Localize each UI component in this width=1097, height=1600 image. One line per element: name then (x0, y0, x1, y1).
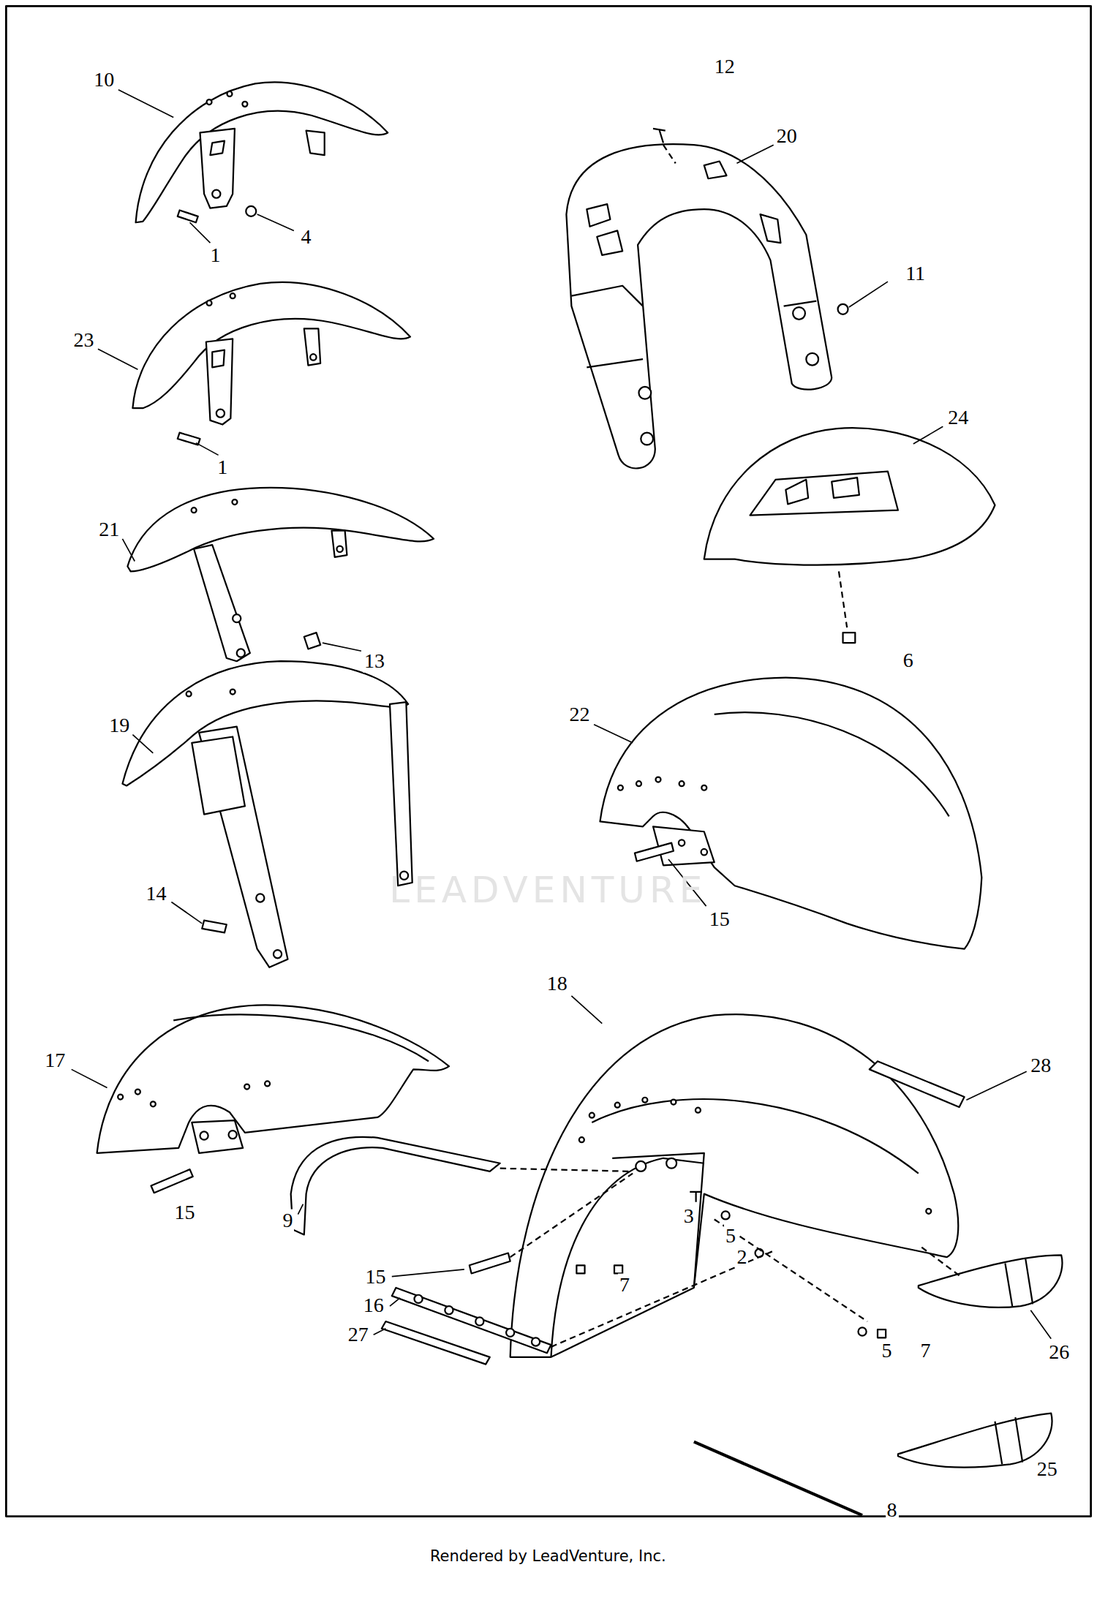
callout-number: 21 (97, 518, 121, 542)
callout-number: 20 (775, 124, 799, 147)
callout-number: 24 (946, 405, 970, 429)
callout-number: 17 (43, 1048, 67, 1072)
callout-number: 1 (208, 243, 222, 267)
callout-number: 15 (363, 1265, 387, 1288)
callout-number: 25 (1035, 1458, 1059, 1481)
callout-number: 13 (362, 650, 387, 673)
callout-number: 2 (734, 1246, 749, 1269)
callout-number: 15 (707, 908, 732, 931)
callout-number: 11 (903, 262, 927, 286)
callout-number: 5 (724, 1224, 738, 1247)
callout-number: 7 (617, 1273, 632, 1296)
callout-number: 18 (545, 972, 569, 996)
callout-number: 12 (713, 54, 737, 78)
callout-number: 14 (144, 882, 168, 906)
callout-number: 9 (280, 1208, 294, 1232)
callout-number: 3 (682, 1205, 696, 1228)
callout-number: 6 (901, 648, 915, 672)
callout-number: 23 (71, 328, 96, 352)
credit-line: Rendered by LeadVenture, Inc. (428, 1548, 668, 1566)
callout-number: 22 (568, 702, 592, 726)
callout-number: 10 (92, 68, 116, 91)
callout-number: 19 (107, 714, 131, 738)
callout-number: 16 (362, 1293, 386, 1317)
watermark: LEADVENTURE (387, 869, 708, 910)
callout-number: 27 (346, 1323, 371, 1347)
callout-number: 26 (1047, 1340, 1071, 1364)
callout-number: 4 (299, 225, 314, 248)
callout-number: 7 (919, 1339, 933, 1363)
callout-number: 15 (173, 1200, 197, 1224)
callout-number: 1 (215, 456, 229, 480)
callout-number: 28 (1028, 1053, 1053, 1077)
callout-number: 8 (885, 1499, 899, 1522)
callout-number: 5 (880, 1339, 894, 1363)
